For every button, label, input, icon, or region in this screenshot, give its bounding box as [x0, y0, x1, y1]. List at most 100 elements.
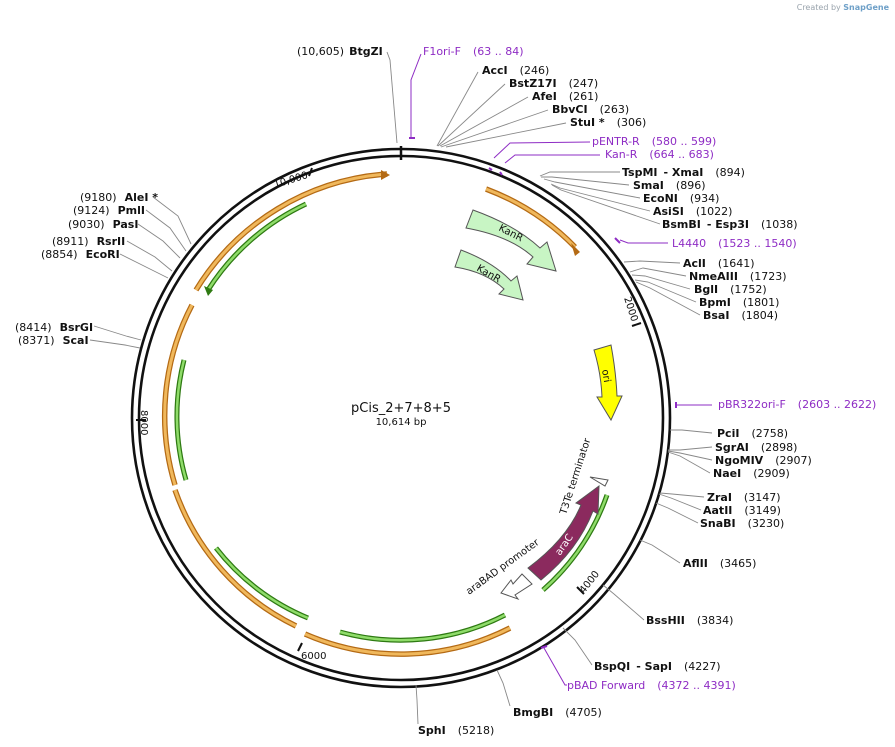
leader-ngomiv: [667, 450, 713, 461]
site-zrai[interactable]: ZraI(3147): [707, 491, 781, 504]
site-aatii[interactable]: AatII(3149): [703, 504, 781, 517]
orf-arc-top-right-fill: [485, 187, 577, 249]
leader-afei: [439, 96, 529, 147]
leader-asisi: [550, 183, 651, 212]
site-leaders: [89, 51, 713, 725]
leader-bsrgi: [93, 325, 142, 341]
tick-4000: [576, 586, 585, 595]
primer-mark-pbad-forward: [540, 645, 548, 649]
site-afei[interactable]: AfeI(261): [532, 90, 598, 103]
site-pasi[interactable]: (9030)PasI: [68, 218, 138, 231]
primer-pbad-forward[interactable]: pBAD Forward(4372 .. 4391): [567, 679, 736, 692]
site-bpmi[interactable]: BpmI(1801): [699, 296, 779, 309]
leader-tspmi: [539, 171, 620, 177]
site-bsrgi[interactable]: (8414)BsrGI: [15, 321, 93, 334]
ori-arrow: [593, 344, 623, 422]
orf-arrow-left-inner: [204, 286, 213, 296]
site-snabi[interactable]: SnaBI(3230): [700, 517, 784, 530]
site-alei[interactable]: (9180)AleI *: [80, 191, 158, 204]
primer-pbr322ori-f[interactable]: pBR322ori-F(2603 .. 2622): [718, 398, 876, 411]
primer-pentr-r[interactable]: pENTR-R(580 .. 599): [592, 135, 716, 148]
site-acci[interactable]: AccI(246): [482, 64, 549, 77]
site-nmeaiii[interactable]: NmeAIII(1723): [689, 270, 787, 283]
site-bgli[interactable]: BglI(1752): [694, 283, 767, 296]
site-bmgbi[interactable]: BmgBI(4705): [513, 706, 602, 719]
leader-alei: [152, 196, 192, 245]
leader-bsmbi: [551, 184, 661, 225]
arabad-arrow: [500, 573, 533, 601]
primer-leader-f1ori-f: [410, 53, 422, 137]
site-bstz17i[interactable]: BstZ17I(247): [509, 77, 598, 90]
primer-l4440[interactable]: L4440(1523 .. 1540): [672, 237, 797, 250]
snapgene-credit: Created by SnapGene: [797, 3, 889, 12]
leader-bspqi: [562, 627, 593, 666]
primer-mark-l4440: [614, 237, 621, 244]
site-econi[interactable]: EcoNI(934): [643, 192, 719, 205]
primer-leader-l4440: [619, 239, 668, 244]
site-tspmi[interactable]: TspMI- XmaI(894): [622, 166, 745, 179]
leader-smai: [541, 176, 630, 186]
tick-6000: [297, 642, 303, 652]
t3te-arrow: [589, 476, 609, 487]
site-naei[interactable]: NaeI(2909): [713, 467, 790, 480]
credit-created-by: Created by: [796, 3, 841, 12]
primer-marks: [409, 53, 712, 686]
site-rsrii[interactable]: (8911)RsrII: [52, 235, 125, 248]
leader-pasi: [137, 223, 181, 259]
leader-zrai: [659, 492, 705, 498]
site-stui[interactable]: StuI *(306): [570, 116, 646, 129]
feature-kanr-2: KanR: [454, 249, 524, 301]
site-bbvci[interactable]: BbvCI(263): [552, 103, 629, 116]
site-bsai[interactable]: BsaI(1804): [703, 309, 778, 322]
site-btgzi[interactable]: (10,605)BtgZI: [297, 45, 383, 58]
leader-bgli: [631, 274, 691, 290]
leader-bpmi: [634, 279, 697, 303]
primer-leader-pentr-r: [493, 141, 591, 159]
site-bspqi[interactable]: BspQI- SapI(4227): [594, 660, 721, 673]
arac-arrow: [527, 484, 600, 581]
kanr-arrow-2: [454, 249, 524, 301]
tick-label-6000: 6000: [301, 651, 326, 662]
leader-sgrai: [668, 446, 713, 451]
leader-bstz17i: [437, 83, 506, 147]
leader-econi: [543, 178, 641, 199]
orf-arc-left-outer-fill: [163, 304, 194, 486]
site-smai[interactable]: SmaI(896): [633, 179, 706, 192]
site-scai[interactable]: (8371)ScaI: [18, 334, 89, 347]
leader-rsrii: [126, 240, 173, 272]
site-acli[interactable]: AclI(1641): [683, 257, 754, 270]
leader-nmeaiii: [629, 267, 687, 277]
tick-10000: [308, 167, 313, 177]
leader-snabi: [655, 502, 699, 524]
orf-arc-top-left-fill: [194, 172, 388, 291]
leader-btgzi: [386, 51, 398, 144]
orf-arc-bottom-left-fill: [173, 489, 297, 628]
orf-arc-top-right: [485, 186, 577, 249]
leader-ecori: [119, 253, 169, 279]
site-pmli[interactable]: (9124)PmlI: [73, 204, 145, 217]
plasmid-name: pCis_2+7+8+5: [351, 401, 451, 416]
site-aflii[interactable]: AflII(3465): [683, 557, 756, 570]
kanr-arrow-1: [465, 209, 557, 272]
orf-arc-top-left: [193, 171, 388, 292]
site-ecori[interactable]: (8854)EcoRI: [41, 248, 120, 261]
primer-leader-kan-r: [504, 154, 600, 164]
site-ngomiv[interactable]: NgoMIV(2907): [715, 454, 812, 467]
leader-bsai: [635, 281, 701, 316]
site-bsshii[interactable]: BssHII(3834): [646, 614, 733, 627]
site-pcii[interactable]: PciI(2758): [717, 427, 788, 440]
site-sphi[interactable]: SphI(5218): [418, 724, 494, 737]
orf-arcs: [161, 170, 610, 657]
ori-label: ori: [599, 369, 612, 384]
site-asisi[interactable]: AsiSI(1022): [653, 205, 732, 218]
primer-kan-r[interactable]: Kan-R(664 .. 683): [605, 148, 714, 161]
orf-arc-bottom-left-green-fill: [215, 547, 309, 620]
orf-arc-bottom-fill: [304, 626, 511, 656]
leader-pmli: [145, 209, 187, 252]
primer-f1ori-f[interactable]: F1ori-F(63 .. 84): [423, 45, 524, 58]
leader-naei: [667, 451, 711, 474]
site-bsmbi[interactable]: BsmBI- Esp3I(1038): [662, 218, 798, 231]
orf-arrow-top-left: [381, 170, 390, 180]
site-sgrai[interactable]: SgrAI(2898): [715, 441, 797, 454]
